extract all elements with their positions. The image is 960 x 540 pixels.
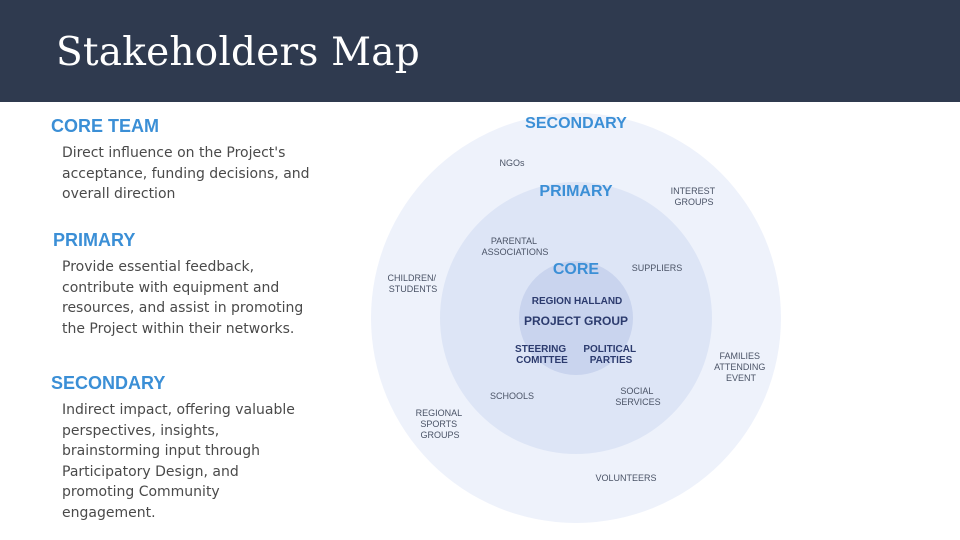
- secondary-item: FAMILIES ATTENDING EVENT: [714, 351, 768, 383]
- legend-desc-primary: Provide essential feedback, contribute w…: [62, 257, 303, 339]
- primary-item: SUPPLIERS: [632, 263, 683, 273]
- ring-label-secondary: SECONDARY: [525, 115, 627, 132]
- legend-title-primary: PRIMARY: [53, 230, 136, 250]
- legend-line: acceptance, funding decisions, and: [62, 165, 310, 182]
- header-bar: Stakeholders Map: [0, 0, 960, 102]
- legend-line: Direct influence on the Project's: [62, 145, 286, 161]
- legend-line: overall direction: [62, 186, 176, 202]
- legend-line: engagement.: [62, 504, 156, 521]
- primary-item: PARENTAL ASSOCIATIONS: [482, 236, 549, 257]
- legend-primary: PRIMARY Provide essential feedback, cont…: [51, 230, 303, 339]
- secondary-item-line: VOLUNTEERS: [595, 473, 656, 483]
- primary-item-line: SERVICES: [615, 397, 660, 407]
- primary-item-line: SUPPLIERS: [632, 263, 683, 273]
- secondary-item: REGIONAL SPORTS GROUPS: [416, 408, 465, 440]
- core-item: POLITICAL PARTIES: [583, 344, 638, 366]
- secondary-item: INTEREST GROUPS: [671, 186, 718, 207]
- secondary-item-line: GROUPS: [674, 197, 713, 207]
- legend-line: the Project within their networks.: [62, 320, 295, 337]
- legend-secondary: SECONDARY Indirect impact, offering valu…: [51, 373, 295, 523]
- legend-line: brainstorming input through: [62, 443, 261, 459]
- ring-label-core: CORE: [553, 261, 600, 278]
- core-item: STEERING COMITTEE: [515, 344, 569, 366]
- core-item: PROJECT GROUP: [524, 314, 628, 328]
- legend-title-core-team: CORE TEAM: [51, 116, 159, 136]
- primary-item: SCHOOLS: [490, 391, 534, 401]
- secondary-item: VOLUNTEERS: [595, 473, 656, 483]
- secondary-item-line: CHILDREN/: [387, 273, 436, 283]
- legend-core-team: CORE TEAM Direct influence on the Projec…: [51, 116, 310, 205]
- legend-desc-core-team: Direct influence on the Project's accept…: [62, 143, 310, 205]
- secondary-item-line: SPORTS: [420, 419, 457, 429]
- primary-item-line: PARENTAL: [491, 236, 537, 246]
- primary-item: SOCIAL SERVICES: [615, 386, 660, 407]
- secondary-item: CHILDREN/ STUDENTS: [387, 273, 438, 294]
- legend-line: Indirect impact, offering valuable: [62, 402, 295, 418]
- core-item-line: COMITTEE: [516, 355, 568, 366]
- primary-item-line: SOCIAL: [620, 386, 653, 396]
- legend-line: perspectives, insights,: [62, 422, 220, 439]
- core-item-line: POLITICAL: [583, 344, 636, 355]
- ring-label-primary: PRIMARY: [539, 183, 613, 200]
- secondary-item-line: INTEREST: [671, 186, 716, 196]
- secondary-item-line: NGOs: [499, 158, 525, 168]
- core-item: REGION HALLAND: [532, 296, 623, 307]
- legend-title-secondary: SECONDARY: [51, 373, 166, 393]
- legend-line: promoting Community: [62, 484, 220, 500]
- secondary-item-line: STUDENTS: [389, 284, 438, 294]
- secondary-item-line: REGIONAL: [416, 408, 463, 418]
- secondary-item-line: GROUPS: [420, 430, 459, 440]
- legend-line: contribute with equipment and: [62, 279, 280, 296]
- secondary-item-line: EVENT: [726, 373, 757, 383]
- secondary-item-line: ATTENDING: [714, 362, 765, 372]
- primary-item-line: SCHOOLS: [490, 391, 534, 401]
- core-circle: [519, 261, 633, 375]
- legend-line: Provide essential feedback,: [62, 259, 255, 275]
- legend-line: Participatory Design, and: [62, 463, 239, 480]
- core-item-line: PARTIES: [590, 355, 633, 366]
- secondary-item-line: FAMILIES: [719, 351, 760, 361]
- page-title: Stakeholders Map: [56, 30, 420, 75]
- legend-line: resources, and assist in promoting: [62, 300, 304, 316]
- core-item-line: STEERING: [515, 344, 566, 355]
- primary-item-line: ASSOCIATIONS: [482, 247, 549, 257]
- secondary-item: NGOs: [499, 158, 525, 168]
- legend-desc-secondary: Indirect impact, offering valuable persp…: [62, 400, 295, 523]
